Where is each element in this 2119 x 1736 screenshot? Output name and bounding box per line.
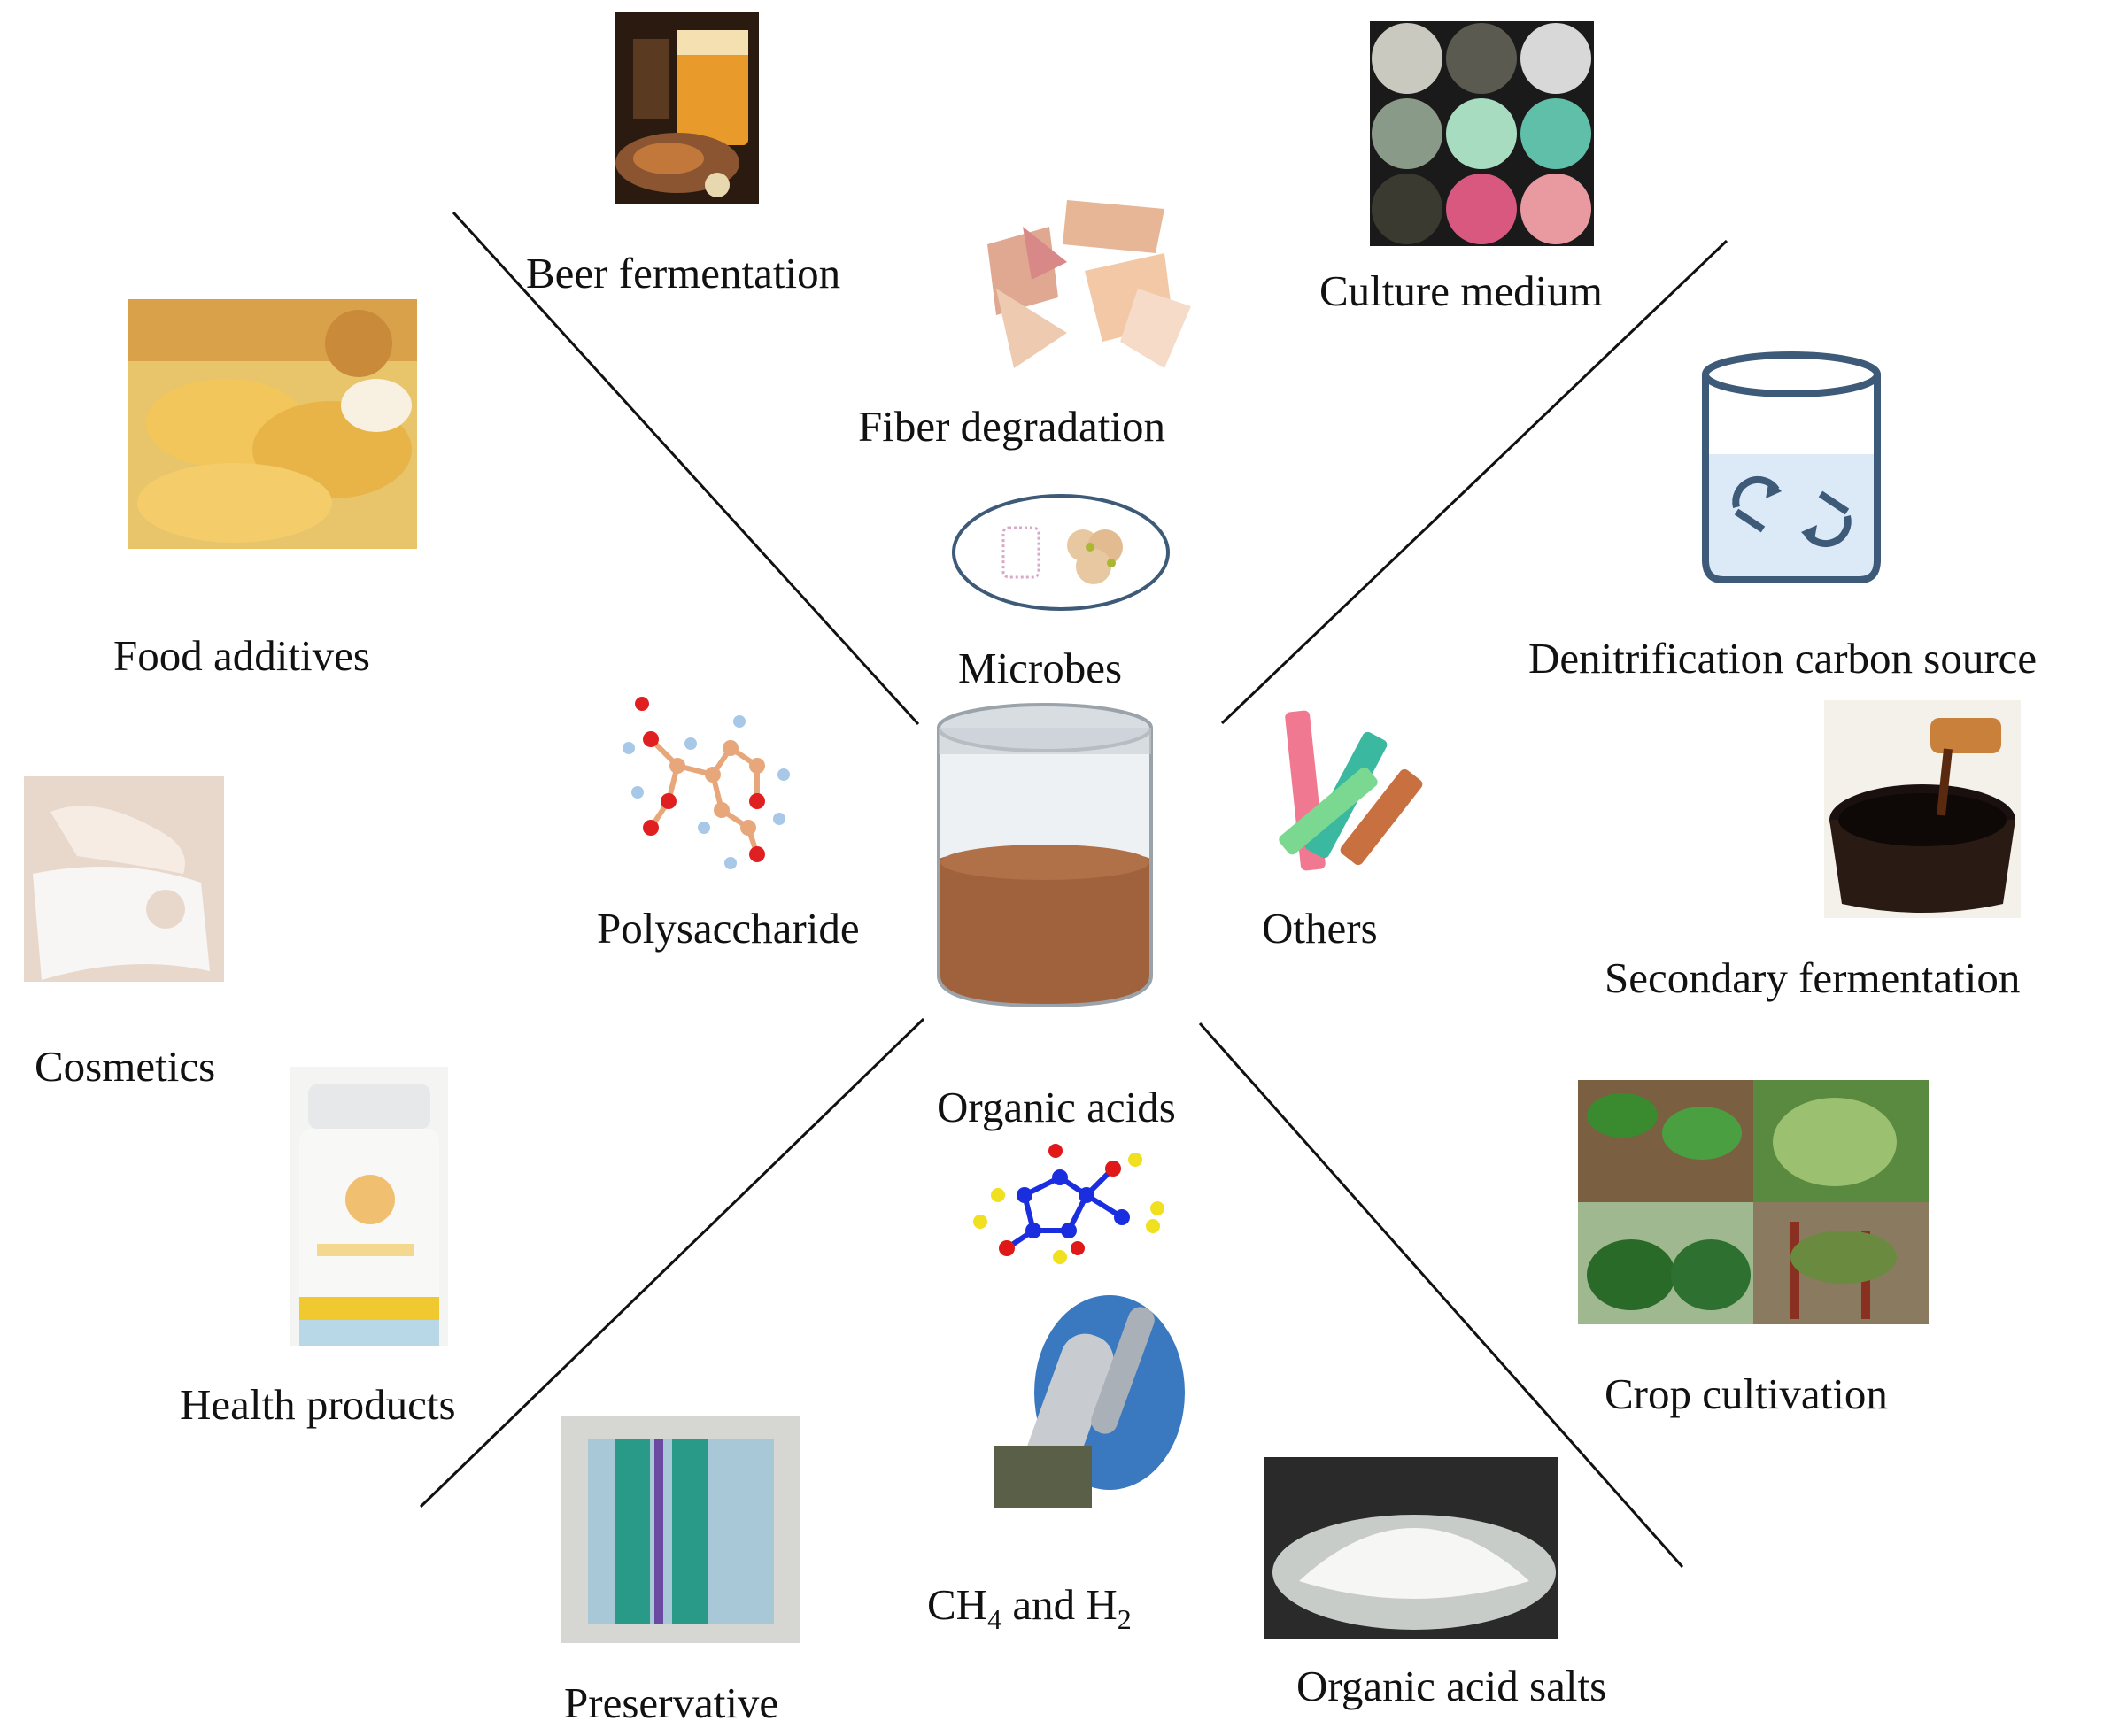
sludge-jar-icon [932,701,1158,1009]
divider-lower-left [419,1017,925,1508]
protein-ribbon-icon [1262,702,1430,879]
h2-subscript: 2 [1117,1602,1132,1635]
salt-petri-photo [1264,1457,1558,1639]
supplement-bottle-photo [290,1067,448,1346]
secondary-fermentation-label: Secondary fermentation [1605,953,2021,1002]
and-h-text: and H [1001,1580,1118,1629]
microbes-label: Microbes [958,644,1123,692]
crop-photo [1578,1080,1929,1324]
ch4-text: CH [927,1580,988,1629]
food-additives-label: Food additives [113,631,370,680]
polysaccharide-molecule-icon [615,695,801,872]
health-products-label: Health products [180,1380,456,1429]
fiber-photo [961,174,1200,377]
ch4-subscript: 4 [987,1602,1002,1635]
denitrification-carbon-source-label: Denitrification carbon source [1528,634,2038,683]
polysaccharide-label: Polysaccharide [597,904,860,953]
divider-upper-right [1220,239,1728,725]
organic-acid-molecule-icon [971,1142,1166,1266]
divider-upper-left [452,211,920,726]
preservative-packet-photo [561,1416,800,1643]
crop-cultivation-label: Crop cultivation [1605,1370,1888,1418]
cosmetics-label: Cosmetics [35,1042,216,1091]
preservative-label: Preservative [564,1678,779,1727]
organic-acid-salts-label: Organic acid salts [1296,1662,1607,1710]
beaker-recycle-icon [1697,348,1886,587]
ch4-and-h2-label: CH4 and H2 [927,1583,1132,1633]
reactor-photo [977,1295,1185,1525]
others-label: Others [1262,904,1378,953]
divider-lower-right [1198,1022,1684,1568]
organic-acids-label: Organic acids [937,1083,1176,1131]
face-mask-photo [24,776,224,982]
chips-photo [128,299,417,549]
microbe-ellipse-icon [950,492,1172,613]
petri-dish-photo [1370,21,1594,246]
beer-fermentation-label: Beer fermentation [526,249,841,297]
culture-medium-label: Culture medium [1319,266,1603,315]
beer-photo [615,12,759,204]
fiber-degradation-label: Fiber degradation [858,402,1165,451]
soy-sauce-photo [1824,700,2021,918]
